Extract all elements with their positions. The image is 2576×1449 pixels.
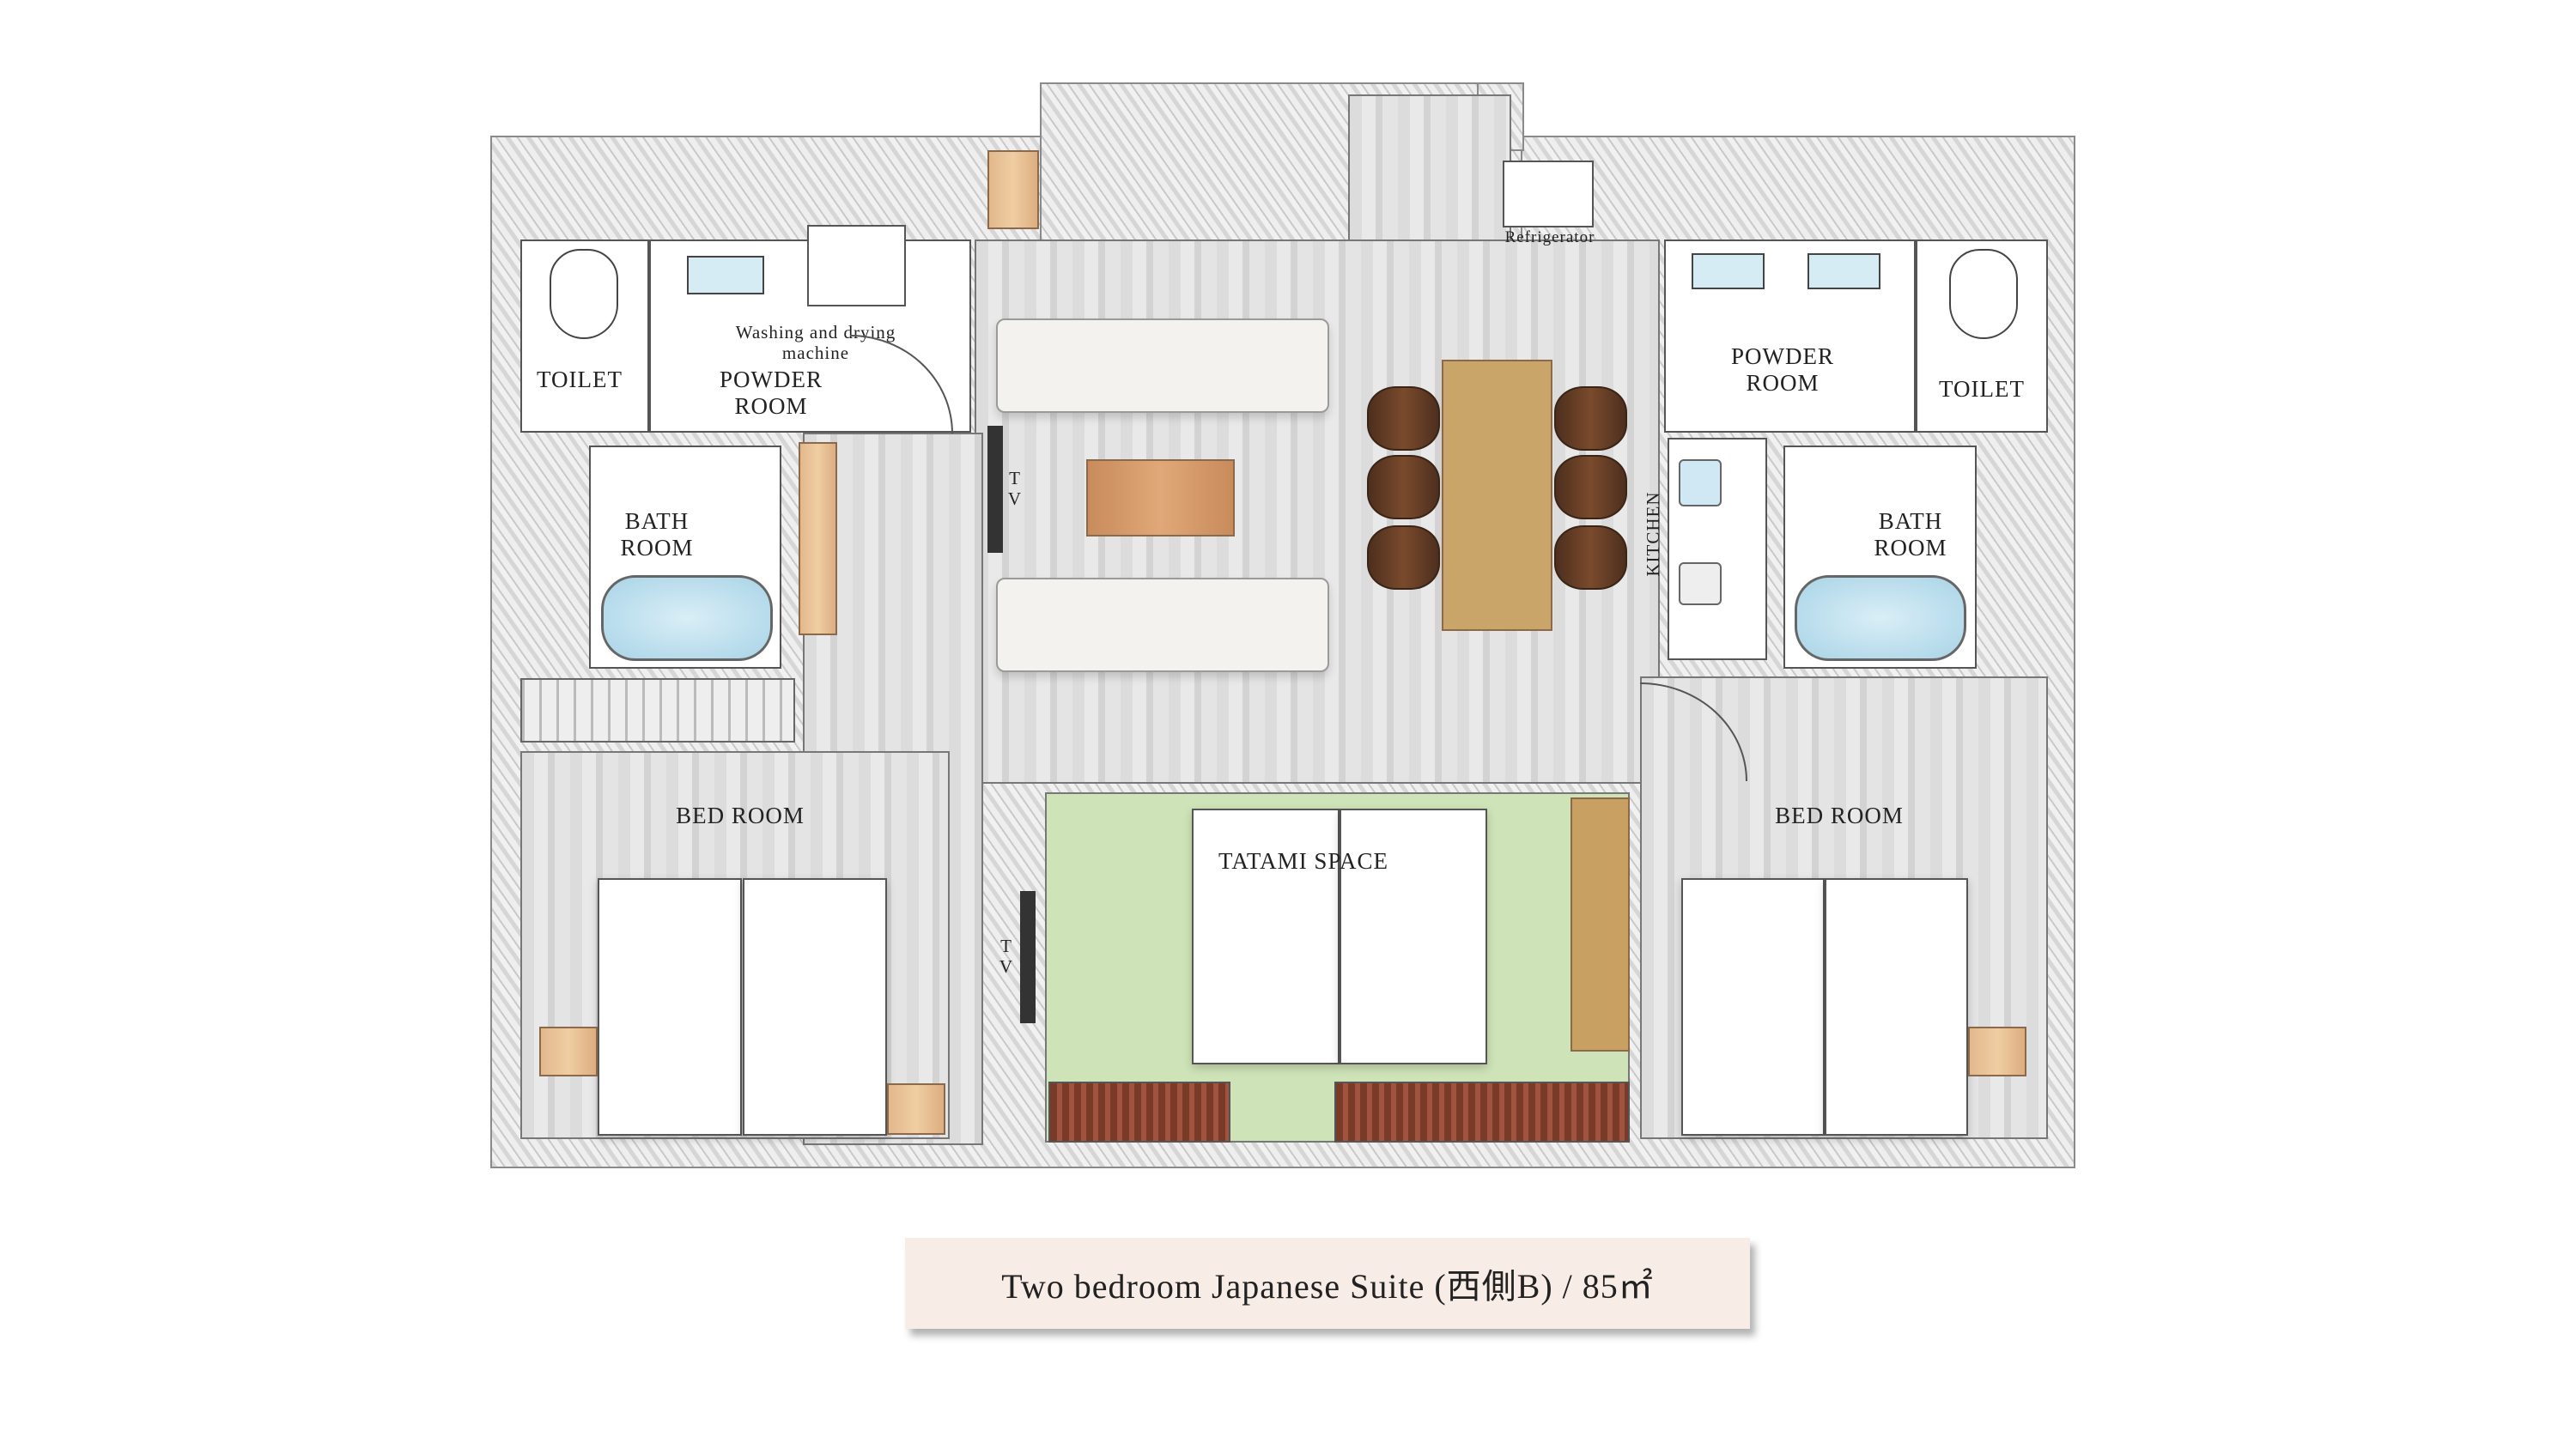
bed-left-1	[598, 878, 742, 1136]
sink-icon	[1679, 459, 1722, 506]
toilet-left-label: TOILET	[537, 367, 623, 392]
caption-text: Two bedroom Japanese Suite (西側B) / 85㎡	[1001, 1267, 1654, 1306]
toilet-right-label: TOILET	[1939, 376, 2025, 402]
tatami-bench	[1571, 797, 1630, 1052]
dining-chair	[1367, 455, 1440, 519]
nightstand	[539, 1027, 598, 1076]
toilet-bowl-icon	[1949, 249, 2018, 339]
caption-box: Two bedroom Japanese Suite (西側B) / 85㎡	[905, 1238, 1750, 1329]
tatami-deck-right	[1334, 1082, 1630, 1143]
entry-shelf	[987, 150, 1039, 229]
bathtub-left	[601, 575, 773, 661]
kitchen-label: KITCHEN	[1642, 491, 1663, 577]
powder-room-right-label: POWDER ROOM	[1731, 343, 1834, 397]
washbasin-icon	[1692, 253, 1765, 289]
sofa-top	[996, 318, 1329, 413]
washbasin-icon	[1807, 253, 1880, 289]
nightstand	[887, 1083, 945, 1135]
sofa-bottom	[996, 578, 1329, 672]
dining-chair	[1554, 386, 1627, 451]
refrigerator	[1503, 161, 1594, 227]
bed-right-2	[1825, 878, 1968, 1136]
tv-corridor	[1020, 891, 1036, 1023]
powder-room-left-label: POWDER ROOM	[720, 367, 823, 420]
bath-room-left-label: BATH ROOM	[620, 508, 694, 561]
closet	[799, 442, 837, 635]
washbasin-icon	[687, 256, 764, 294]
futon-1	[1192, 809, 1340, 1064]
bedroom-right-label: BED ROOM	[1775, 803, 1904, 828]
dining-chair	[1367, 525, 1440, 590]
dining-table	[1442, 360, 1552, 631]
tv-corridor-label: T V	[999, 936, 1014, 978]
tatami-deck-left	[1048, 1082, 1230, 1143]
bath-room-right-label: BATH ROOM	[1874, 508, 1947, 561]
bathtub-right	[1795, 575, 1966, 661]
tatami-label: TATAMI SPACE	[1218, 848, 1388, 874]
dining-chair	[1554, 455, 1627, 519]
washer-label: Washing and drying machine	[735, 322, 896, 364]
tv-living-label: T V	[1007, 468, 1023, 510]
bed-right-1	[1681, 878, 1825, 1136]
futon-2	[1340, 809, 1487, 1064]
dining-chair	[1554, 525, 1627, 590]
refrigerator-label: Refrigerator	[1504, 228, 1595, 246]
stove-icon	[1679, 562, 1722, 605]
nightstand	[1968, 1027, 2026, 1076]
entrance-hall	[1348, 94, 1511, 249]
toilet-bowl-icon	[550, 249, 618, 339]
coffee-table	[1086, 459, 1235, 537]
tv-living	[987, 426, 1003, 553]
dining-chair	[1367, 386, 1440, 451]
bedroom-left-label: BED ROOM	[676, 803, 805, 828]
wardrobe-left	[520, 678, 795, 743]
washing-machine	[807, 225, 906, 306]
bed-left-2	[743, 878, 887, 1136]
